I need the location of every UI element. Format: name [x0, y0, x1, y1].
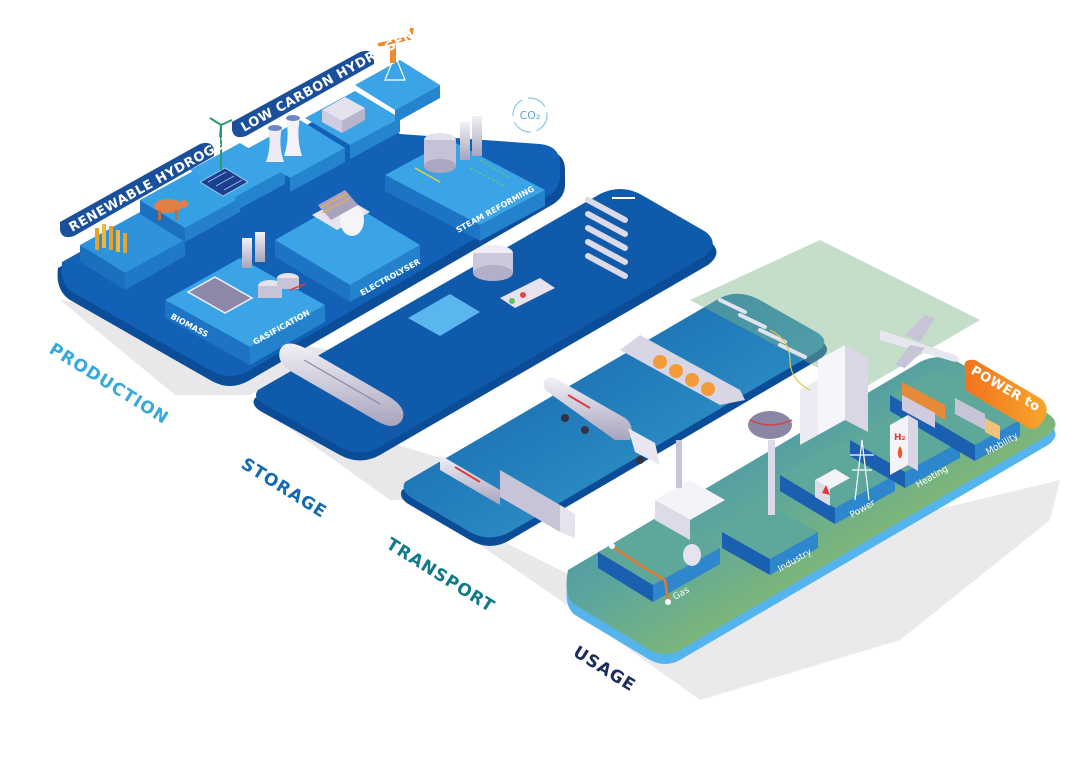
co2-label: CO₂: [520, 109, 541, 122]
spherical-tank-icon: [473, 245, 555, 308]
stage-label-usage: USAGE: [569, 642, 639, 696]
fuel-cells-icon: [718, 298, 811, 391]
oil-pump-icon: [377, 27, 414, 81]
airplane-icon: [880, 315, 959, 368]
h2-sign: H₂: [894, 433, 906, 443]
h2-heater-icon: H₂: [890, 415, 918, 475]
co2-cycle-icon: CO₂: [512, 97, 548, 133]
electrolyser-icon: [312, 190, 370, 236]
lng-carrier-ship-icon: [620, 335, 745, 405]
underground-storage-shaft: [408, 294, 480, 336]
office-towers-icon: [800, 345, 868, 445]
cooling-towers-icon: [266, 115, 302, 162]
cow-icon: [154, 199, 188, 220]
gas-cylinder-rack-icon: [585, 197, 635, 279]
gasifier-tanks-icon: [242, 232, 306, 298]
stage-label-transport: TRANSPORT: [382, 534, 498, 617]
factory-icon: [655, 440, 725, 540]
storage-tank-icon: [279, 343, 404, 426]
solar-panels-icon: [199, 167, 249, 197]
industrial-chimney-icon: [748, 411, 793, 515]
trains-trucks-icon: [902, 382, 1000, 440]
usage-industry-block: [722, 505, 818, 575]
wind-turbine-icon: [209, 117, 233, 170]
pipeline-valve-icon: [609, 543, 701, 605]
transformer-icon: [815, 469, 850, 506]
power-pylon-icon: [850, 439, 874, 501]
biomass-plant-icon: [186, 276, 254, 314]
tanker-truck-icon: [543, 377, 660, 465]
hydrogen-train-icon: [440, 455, 575, 538]
stage-label-storage: STORAGE: [237, 454, 330, 522]
wheat-field-icon: [95, 224, 127, 253]
steam-reformer-icon: [414, 116, 511, 187]
electrolyser-block: [275, 200, 420, 285]
container-unit-icon: [322, 97, 365, 133]
